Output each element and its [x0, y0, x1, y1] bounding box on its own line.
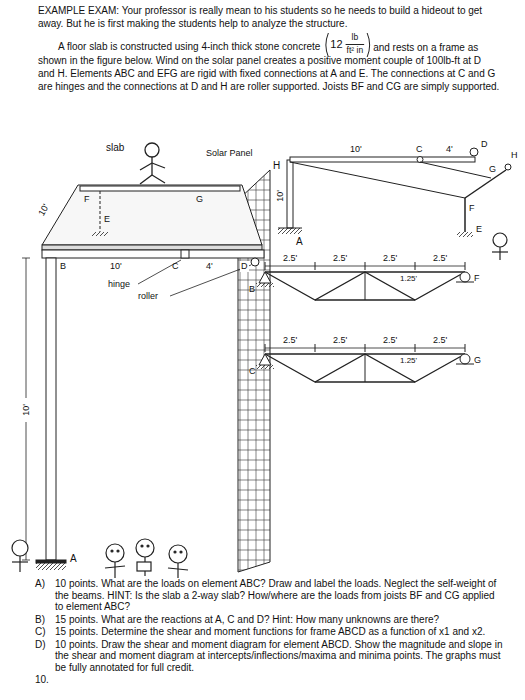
- fraction-part: lb: [352, 33, 359, 42]
- fraction-part: 12: [330, 39, 342, 50]
- ground-hatch: [36, 563, 66, 570]
- column: [287, 160, 293, 228]
- fixed-support: [92, 232, 108, 236]
- point-label: E: [104, 214, 110, 225]
- dimension-label: 2.5': [433, 253, 447, 264]
- dimension-label: 2.5': [283, 335, 297, 346]
- ground-hatch: [457, 232, 473, 237]
- point-label: D: [481, 139, 488, 150]
- point-label: G: [474, 355, 481, 366]
- back-column: [100, 191, 101, 232]
- dimension-label: 10': [275, 190, 286, 202]
- front-beam: [42, 250, 264, 258]
- point-label: F: [84, 194, 90, 205]
- question-letter: 10.: [35, 674, 55, 686]
- question-list: A)10 points. What are the loads on eleme…: [35, 578, 505, 687]
- truss: [256, 344, 474, 382]
- question-letter: D): [35, 639, 55, 674]
- point-label: H: [511, 150, 518, 161]
- point-label: F: [474, 273, 480, 284]
- roller-symbol: [470, 148, 478, 156]
- dimension-label: 4': [446, 144, 453, 155]
- question-row: A)10 points. What are the loads on eleme…: [35, 578, 505, 613]
- part-label: roller: [138, 291, 158, 302]
- question-text: 10 points. What are the loads on element…: [55, 578, 505, 613]
- point-label: G: [489, 164, 496, 175]
- exam-text: A floor slab is constructed using 4-inch…: [58, 41, 320, 53]
- question-text: 15 points. What are the reactions at A, …: [55, 614, 505, 626]
- dimension-label: 2.5': [383, 335, 397, 346]
- dimension-label: 2.5': [383, 253, 397, 264]
- question-row: D)10 points. Draw the shear and moment d…: [35, 639, 505, 674]
- question-row: 10.: [35, 674, 505, 686]
- base-plate: [36, 560, 66, 563]
- joist: [290, 162, 465, 198]
- ground-line: [278, 228, 302, 229]
- question-letter: B): [35, 614, 55, 626]
- back-beam: [80, 186, 240, 191]
- point-label: B: [249, 284, 255, 295]
- point-label: A: [70, 553, 77, 565]
- column: [46, 258, 56, 560]
- fraction-bar: [346, 44, 365, 45]
- point-label: C: [416, 144, 423, 155]
- question-letter: A): [35, 578, 55, 613]
- point-label: D: [240, 261, 249, 272]
- question-row: B)15 points. What are the reactions at A…: [35, 614, 505, 626]
- hinge-symbol: [181, 250, 189, 258]
- point-label: B: [60, 261, 66, 272]
- student-figure: [492, 233, 508, 260]
- point-label: A: [296, 236, 303, 248]
- point-label: C: [249, 366, 256, 377]
- question-text: 10 points. Draw the shear and moment dia…: [55, 639, 505, 674]
- dimension-label: 2.5': [333, 335, 347, 346]
- point-label: F: [469, 203, 475, 214]
- dimension-label: 4': [206, 261, 213, 272]
- fraction-part: ft² in: [347, 46, 364, 55]
- floor-slab: [42, 185, 262, 245]
- ground-hatch: [278, 228, 302, 234]
- parenthesis: [367, 33, 370, 57]
- exam-text: EXAMPLE EXAM: Your professor is really m…: [38, 4, 500, 30]
- point-label: C: [172, 261, 179, 272]
- hinge-symbol: [417, 157, 423, 163]
- back-column: [464, 198, 466, 232]
- point-label: E: [476, 224, 482, 235]
- point-label: G: [196, 194, 203, 205]
- dimension-label: 2.5': [433, 335, 447, 346]
- part-label: Solar Panel: [206, 148, 253, 159]
- student-figures: [12, 539, 188, 578]
- dimension-label: 2.5': [283, 253, 297, 264]
- back-beam: [465, 170, 506, 198]
- question-row: C)15 points. Determine the shear and mom…: [35, 626, 505, 638]
- roller-symbol: [251, 258, 259, 266]
- person-figure: [140, 143, 165, 184]
- dimension-label: 10': [110, 261, 122, 272]
- dimension-label: 2.5': [333, 253, 347, 264]
- parenthesis: [326, 33, 329, 57]
- dimension-label: 10': [21, 404, 32, 416]
- roller-symbol: [505, 164, 511, 170]
- beam: [290, 157, 475, 162]
- part-label: slab: [106, 142, 124, 154]
- point-label: H: [273, 160, 280, 172]
- dimension-label: 10': [36, 202, 51, 218]
- leader-line: [138, 260, 181, 284]
- exam-text: and rests on a frame as shown in the fig…: [38, 41, 500, 93]
- question-text: 15 points. Determine the shear and momen…: [55, 626, 505, 638]
- question-letter: C): [35, 626, 55, 638]
- dimension-label: 10': [350, 144, 362, 155]
- truss: [256, 262, 474, 300]
- dimension-label: 1.25': [400, 274, 417, 284]
- slab-edge: [42, 245, 262, 250]
- joist: [420, 162, 491, 178]
- part-label: hinge: [108, 279, 130, 290]
- dimension-label: 1.25': [400, 356, 417, 366]
